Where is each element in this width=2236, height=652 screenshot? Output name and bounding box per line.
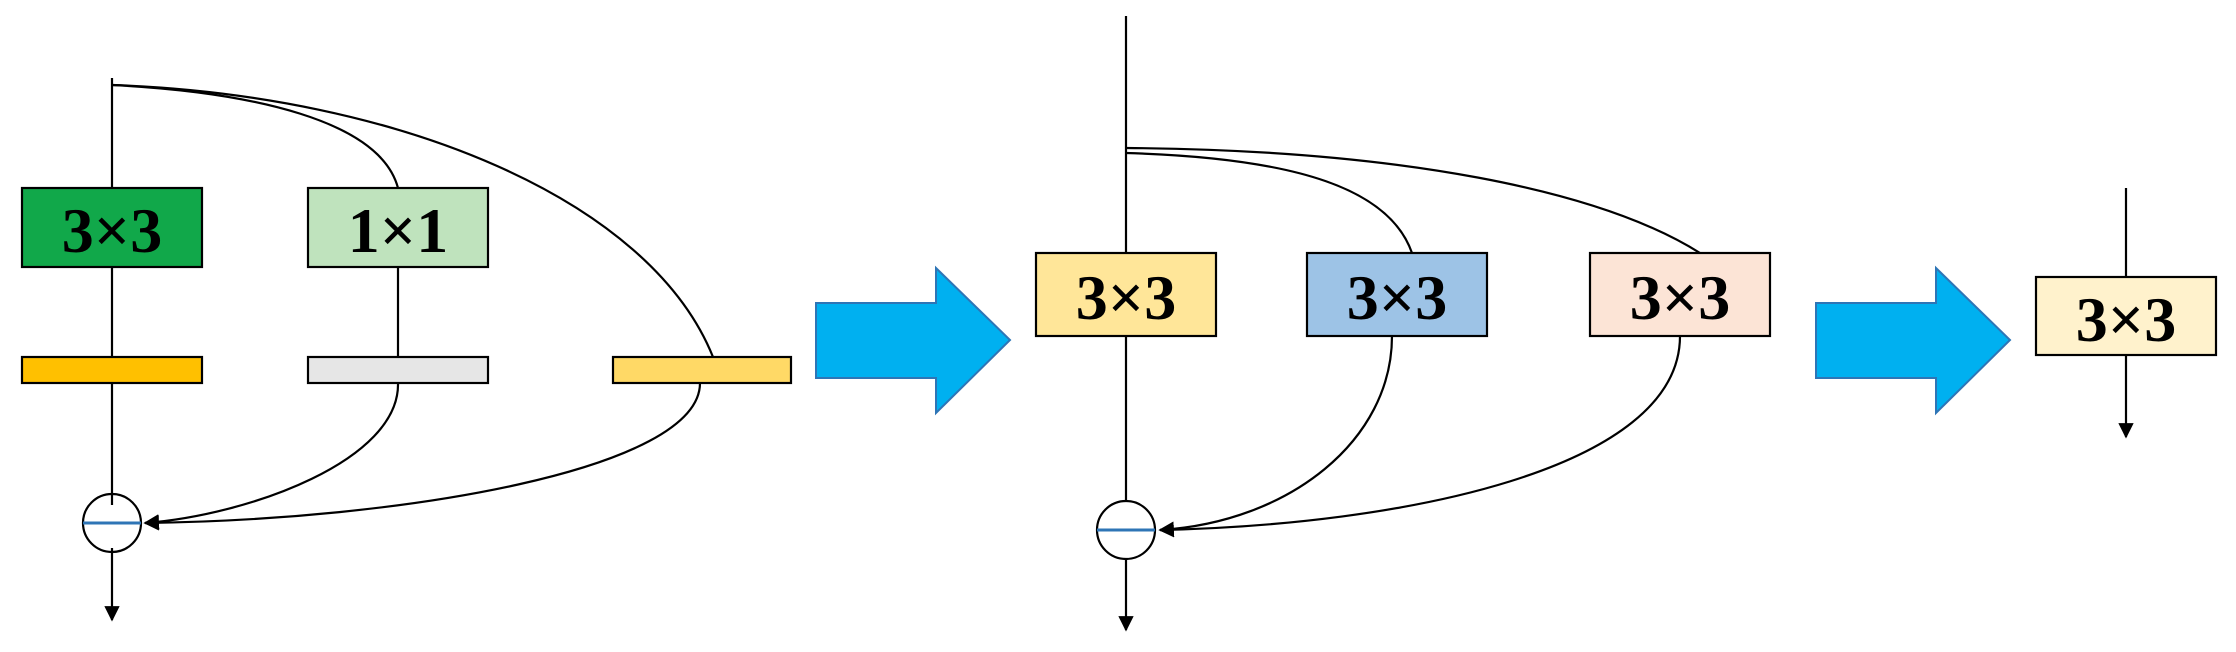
stage1-bn-bar-1x1: [306, 355, 490, 385]
stage1-return-identity: [143, 382, 702, 531]
stage1-bn-bar-3x3: [20, 355, 204, 385]
stage2-branch-1-rect: [1034, 251, 1218, 338]
stage1-conv1x1-label: 1×1: [348, 195, 448, 266]
transform-arrow-1: [815, 265, 1012, 416]
stage1-conv1x1-box: 1×1: [306, 186, 490, 269]
stage2-branch-1-label: 3×3: [1076, 262, 1176, 333]
stage1-conv1x1-rect: [306, 186, 490, 269]
stage2-branch-3-label: 3×3: [1630, 262, 1730, 333]
stage1-return-1x1: [143, 382, 400, 530]
transform-arrow-2: [1815, 265, 2012, 416]
stage2-wire-to-branch3: [1125, 146, 1701, 254]
stage2-branch-2: 3×3: [1305, 251, 1489, 338]
stage1-training-block: 3×3 1×1: [20, 78, 793, 622]
stage2-return-branch2: [1158, 335, 1394, 537]
stage1-bn-bar-identity: [611, 355, 793, 385]
stage2-branch-3-rect: [1588, 251, 1772, 338]
stage3-fused-conv: 3×3: [2034, 275, 2218, 357]
stage2-wire-to-branch2: [1125, 151, 1414, 254]
stage1-conv3x3-box: 3×3: [20, 186, 204, 269]
stage1-conv3x3-rect: [20, 186, 204, 269]
stage2-add-node: [1095, 499, 1157, 561]
stage1-add-node: [81, 492, 143, 554]
stage2-branch-3: 3×3: [1588, 251, 1772, 338]
stage2-branch-1: 3×3: [1034, 251, 1218, 338]
stage2-branch-2-rect: [1305, 251, 1489, 338]
stage3-fused-label: 3×3: [2076, 284, 2176, 355]
stage2-branches-block: 3×3 3×3 3×3: [1034, 16, 1772, 632]
stage3-fused-block: 3×3: [2034, 188, 2218, 439]
stage3-fused-rect: [2034, 275, 2218, 357]
stage1-conv3x3-label: 3×3: [62, 195, 162, 266]
stage1-wire-to-identity: [111, 83, 715, 358]
stage1-wire-to-1x1: [111, 83, 400, 189]
stage2-return-branch3: [1158, 335, 1682, 538]
stage2-branch-2-label: 3×3: [1347, 262, 1447, 333]
